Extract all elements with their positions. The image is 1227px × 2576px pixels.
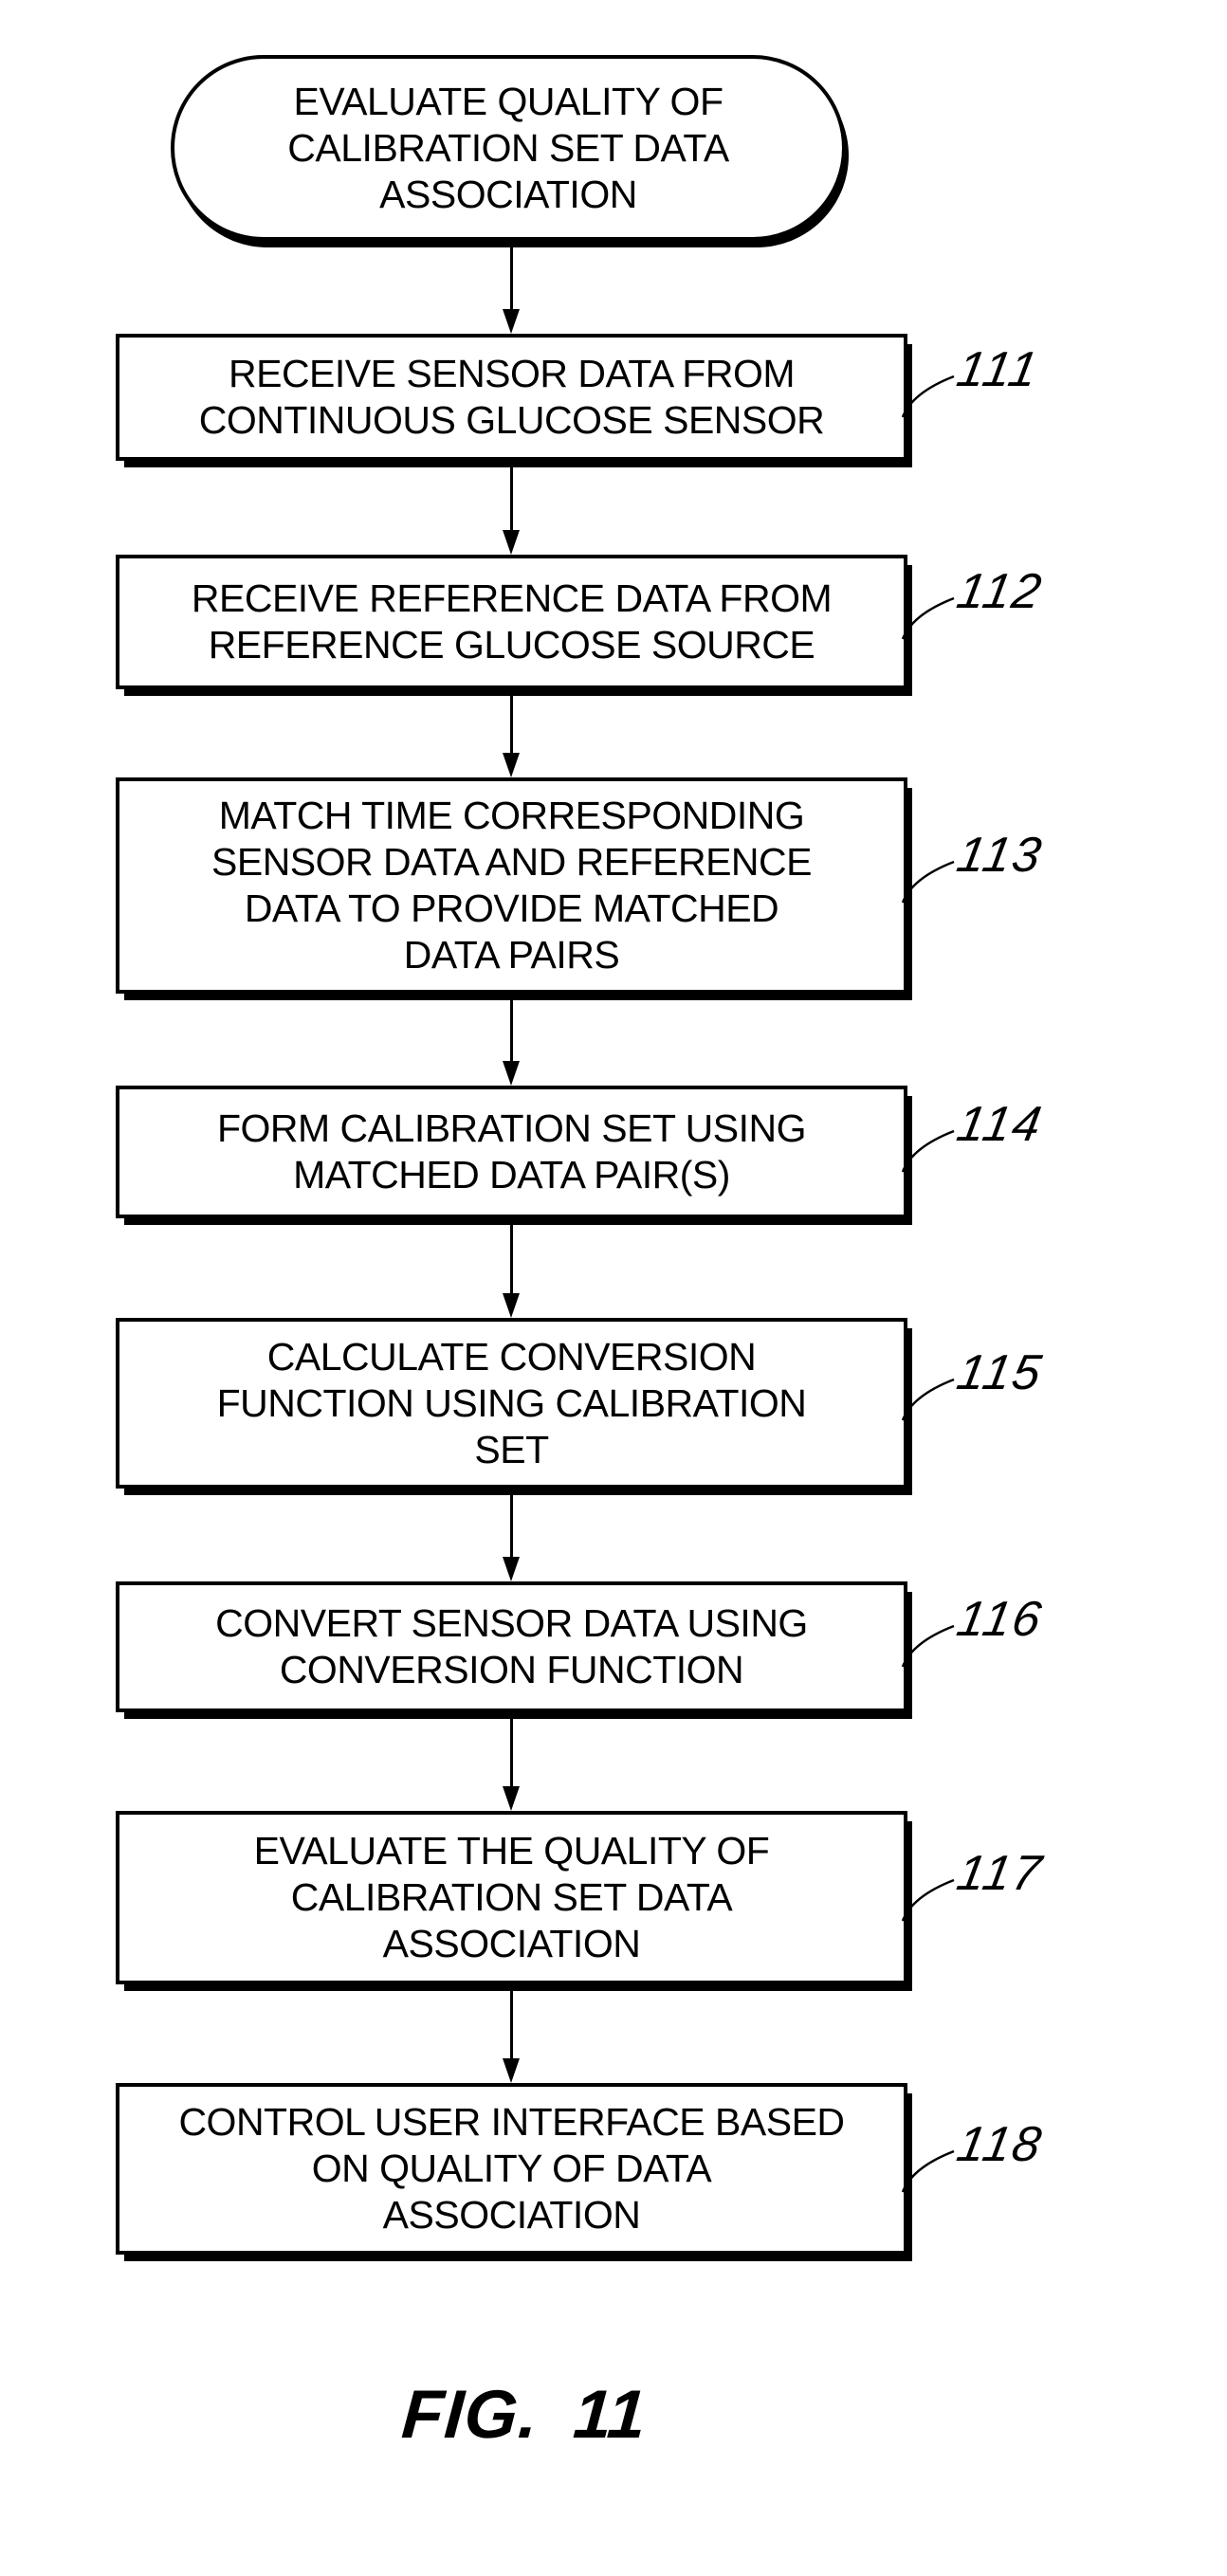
ref-annotation-111: 111 xyxy=(899,341,1089,446)
ref-number: 117 xyxy=(952,1846,1048,1901)
arrow-head-icon xyxy=(503,1786,520,1811)
process-box-113: MATCH TIME CORRESPONDING SENSOR DATA AND… xyxy=(116,777,907,994)
leader-line xyxy=(901,1129,955,1173)
leader-line xyxy=(901,1624,955,1668)
process-box-116: CONVERT SENSOR DATA USING CONVERSION FUN… xyxy=(116,1581,907,1712)
flow-arrow-115-to-116 xyxy=(500,1492,522,1581)
ref-annotation-114: 114 xyxy=(899,1096,1089,1200)
flow-arrow-113-to-114 xyxy=(500,997,522,1086)
process-box-115: CALCULATE CONVERSION FUNCTION USING CALI… xyxy=(116,1318,907,1489)
flow-arrow-112-to-113 xyxy=(500,693,522,777)
arrow-shaft xyxy=(509,997,513,1061)
process-box-114: FORM CALIBRATION SET USING MATCHED DATA … xyxy=(116,1086,907,1218)
ref-number: 116 xyxy=(952,1592,1048,1647)
arrow-shaft xyxy=(509,1716,513,1786)
leader-line xyxy=(901,596,955,640)
ref-annotation-115: 115 xyxy=(899,1344,1089,1449)
arrow-head-icon xyxy=(503,1557,520,1581)
flow-arrow-start-to-111 xyxy=(500,247,522,334)
ref-number: 112 xyxy=(952,564,1048,619)
process-box-117: EVALUATE THE QUALITY OF CALIBRATION SET … xyxy=(116,1811,907,1984)
process-box-118: CONTROL USER INTERFACE BASED ON QUALITY … xyxy=(116,2083,907,2255)
ref-annotation-113: 113 xyxy=(899,827,1089,931)
flow-arrow-117-to-118 xyxy=(500,1988,522,2083)
process-box-112: RECEIVE REFERENCE DATA FROM REFERENCE GL… xyxy=(116,555,907,689)
arrow-shaft xyxy=(509,1222,513,1293)
leader-line xyxy=(901,860,955,904)
arrow-shaft xyxy=(509,693,513,753)
ref-annotation-118: 118 xyxy=(899,2116,1089,2220)
ref-number: 111 xyxy=(952,342,1044,397)
ref-number: 115 xyxy=(952,1345,1048,1400)
flow-arrow-116-to-117 xyxy=(500,1716,522,1811)
ref-annotation-112: 112 xyxy=(899,563,1089,667)
ref-number: 113 xyxy=(952,828,1048,883)
leader-line xyxy=(901,1878,955,1922)
ref-annotation-117: 117 xyxy=(899,1845,1089,1949)
arrow-shaft xyxy=(509,465,513,530)
ref-number: 114 xyxy=(952,1097,1048,1152)
leader-line xyxy=(901,1378,955,1421)
flow-arrow-114-to-115 xyxy=(500,1222,522,1318)
arrow-head-icon xyxy=(503,753,520,777)
arrow-shaft xyxy=(509,1988,513,2058)
arrow-shaft xyxy=(509,1492,513,1557)
flowchart-start-terminal: EVALUATE QUALITY OF CALIBRATION SET DATA… xyxy=(171,55,846,241)
ref-number: 118 xyxy=(952,2117,1048,2172)
arrow-head-icon xyxy=(503,1293,520,1318)
leader-line xyxy=(901,375,955,418)
arrow-head-icon xyxy=(503,309,520,334)
arrow-shaft xyxy=(509,247,513,309)
leader-line xyxy=(901,2149,955,2193)
ref-annotation-116: 116 xyxy=(899,1591,1089,1695)
arrow-head-icon xyxy=(503,2058,520,2083)
process-box-111: RECEIVE SENSOR DATA FROM CONTINUOUS GLUC… xyxy=(116,334,907,461)
figure-caption: FIG. 11 xyxy=(399,2377,650,2453)
arrow-head-icon xyxy=(503,530,520,555)
arrow-head-icon xyxy=(503,1061,520,1086)
flow-arrow-111-to-112 xyxy=(500,465,522,555)
